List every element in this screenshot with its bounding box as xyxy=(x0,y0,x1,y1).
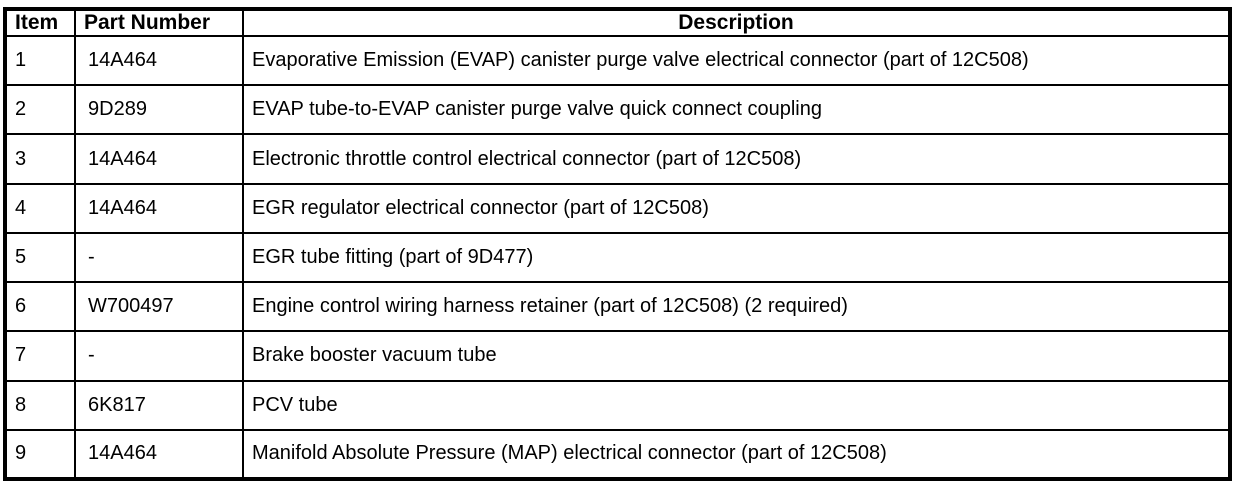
table-row: 7 - Brake booster vacuum tube xyxy=(4,330,1231,382)
description-cell: Engine control wiring harness retainer (… xyxy=(242,281,1231,333)
item-cell: 8 xyxy=(4,379,76,431)
table-row: 6 W700497 Engine control wiring harness … xyxy=(4,281,1231,333)
item-cell: 1 xyxy=(4,34,76,87)
item-cell: 6 xyxy=(4,281,76,333)
part-number-cell: - xyxy=(74,330,244,382)
table-row: 9 14A464 Manifold Absolute Pressure (MAP… xyxy=(4,428,1231,481)
table-row: 5 - EGR tube fitting (part of 9D477) xyxy=(4,231,1231,284)
description-cell: EGR tube fitting (part of 9D477) xyxy=(242,231,1231,284)
part-number-cell: - xyxy=(74,231,244,284)
part-number-cell: 14A464 xyxy=(74,34,244,87)
column-header-item: Item xyxy=(4,8,76,37)
description-cell: Manifold Absolute Pressure (MAP) electri… xyxy=(242,428,1231,481)
column-header-part-number: Part Number xyxy=(74,8,244,37)
table-row: 8 6K817 PCV tube xyxy=(4,379,1231,431)
header-row: Item Part Number Description xyxy=(4,8,1231,37)
item-cell: 7 xyxy=(4,330,76,382)
part-number-cell: 6K817 xyxy=(74,379,244,431)
parts-table: Item Part Number Description 1 14A464 Ev… xyxy=(3,7,1232,481)
column-header-description: Description xyxy=(242,8,1231,37)
description-cell: PCV tube xyxy=(242,379,1231,431)
item-cell: 9 xyxy=(4,428,76,481)
description-cell: Electronic throttle control electrical c… xyxy=(242,133,1231,185)
table-row: 3 14A464 Electronic throttle control ele… xyxy=(4,133,1231,185)
item-cell: 4 xyxy=(4,182,76,234)
part-number-cell: 14A464 xyxy=(74,428,244,481)
part-number-cell: 14A464 xyxy=(74,182,244,234)
description-cell: Evaporative Emission (EVAP) canister pur… xyxy=(242,34,1231,87)
description-cell: EGR regulator electrical connector (part… xyxy=(242,182,1231,234)
description-cell: Brake booster vacuum tube xyxy=(242,330,1231,382)
item-cell: 3 xyxy=(4,133,76,185)
table-body: 1 14A464 Evaporative Emission (EVAP) can… xyxy=(4,34,1231,481)
description-cell: EVAP tube-to-EVAP canister purge valve q… xyxy=(242,84,1231,136)
part-number-cell: 14A464 xyxy=(74,133,244,185)
item-cell: 5 xyxy=(4,231,76,284)
table-row: 4 14A464 EGR regulator electrical connec… xyxy=(4,182,1231,234)
item-cell: 2 xyxy=(4,84,76,136)
table-row: 1 14A464 Evaporative Emission (EVAP) can… xyxy=(4,34,1231,87)
part-number-cell: W700497 xyxy=(74,281,244,333)
part-number-cell: 9D289 xyxy=(74,84,244,136)
table-row: 2 9D289 EVAP tube-to-EVAP canister purge… xyxy=(4,84,1231,136)
